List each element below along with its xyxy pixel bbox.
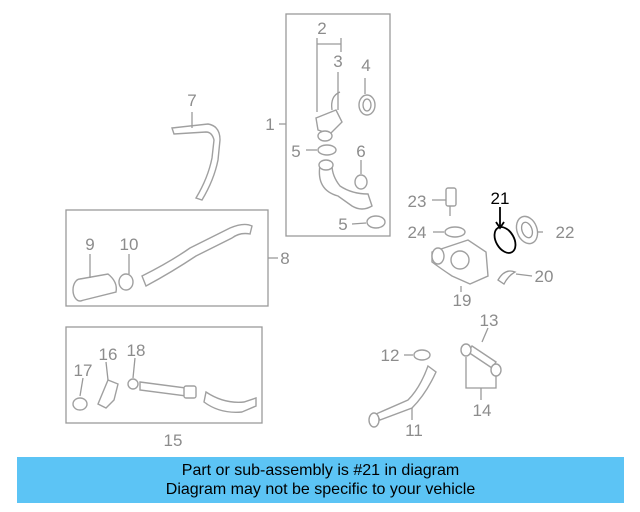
info-banner: Part or sub-assembly is #21 in diagram D… xyxy=(17,457,624,503)
callout-5a: 5 xyxy=(291,142,300,161)
callout-23: 23 xyxy=(408,192,427,211)
callout-17: 17 xyxy=(74,361,93,380)
callout-22: 22 xyxy=(556,223,575,242)
callout-18: 18 xyxy=(127,341,146,360)
callout-19: 19 xyxy=(453,291,472,310)
callout-4: 4 xyxy=(361,56,370,75)
banner-line-1: Part or sub-assembly is #21 in diagram xyxy=(181,462,460,479)
callout-3: 3 xyxy=(333,52,342,71)
part-13-hose xyxy=(460,343,502,377)
part-19-housing xyxy=(431,239,489,285)
part-20-clip xyxy=(497,270,517,285)
part-2-3-housing xyxy=(315,91,343,142)
part-22-gasket xyxy=(515,215,539,245)
callout-2: 2 xyxy=(317,19,326,38)
parts-diagram: 2 3 4 1 5 6 5 7 8 9 10 23 24 21 22 20 19… xyxy=(65,13,575,450)
callout-10: 10 xyxy=(120,235,139,254)
part-6-hose xyxy=(318,159,373,210)
part-8-pipe xyxy=(141,223,253,287)
part-21-o-ring xyxy=(493,226,517,254)
callout-8: 8 xyxy=(280,249,289,268)
callout-15: 15 xyxy=(164,431,183,450)
callout-21: 21 xyxy=(491,189,510,208)
callout-5b: 5 xyxy=(338,215,347,234)
part-17-clamp xyxy=(72,397,88,411)
part-24-gasket xyxy=(444,226,466,238)
callout-13: 13 xyxy=(480,311,499,330)
callout-1: 1 xyxy=(265,115,274,134)
callout-6: 6 xyxy=(356,142,365,161)
group-box-1 xyxy=(285,13,391,237)
part-7-hose xyxy=(171,123,221,201)
callout-20: 20 xyxy=(535,267,554,286)
part-5-clamp-a xyxy=(317,144,337,156)
part-11-pipe xyxy=(368,364,437,428)
callout-11: 11 xyxy=(405,421,423,440)
callout-24: 24 xyxy=(408,223,427,242)
part-5-clamp-b xyxy=(366,215,386,229)
callout-9: 9 xyxy=(85,235,94,254)
part-9-thermostat xyxy=(72,273,118,302)
part-23-sensor xyxy=(445,187,457,216)
group-box-15 xyxy=(65,326,263,424)
part-10-clamp xyxy=(118,273,134,291)
part-15-pipe xyxy=(139,381,257,413)
callout-12: 12 xyxy=(381,346,400,365)
part-18-clamp xyxy=(127,378,139,390)
part-12-clamp xyxy=(413,349,431,361)
part-16-bracket xyxy=(97,379,119,409)
part-4-ring xyxy=(358,94,376,116)
callout-7: 7 xyxy=(187,91,196,110)
banner-line-2: Diagram may not be specific to your vehi… xyxy=(165,481,476,498)
callout-14: 14 xyxy=(473,401,492,420)
callout-16: 16 xyxy=(99,345,118,364)
